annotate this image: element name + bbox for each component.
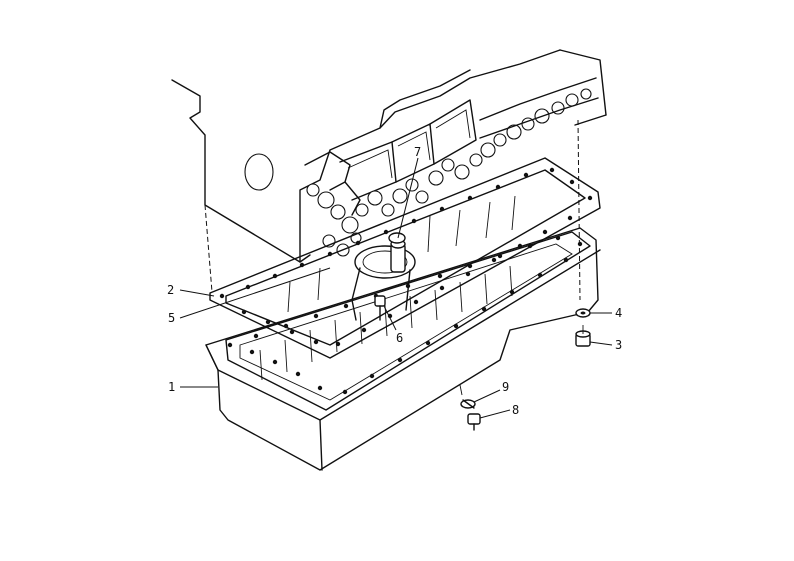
callout-label-9: 9: [502, 380, 509, 394]
callout-7: 7: [397, 145, 421, 239]
callout-label-2: 2: [167, 283, 174, 297]
callout-label-7: 7: [414, 145, 421, 159]
oil-strainer: [351, 232, 416, 321]
strainer-bolt: [374, 295, 386, 321]
callout-label-5: 5: [168, 311, 175, 325]
callout-1: 1: [168, 380, 218, 394]
callout-2: 2: [167, 283, 215, 297]
callout-label-4: 4: [615, 306, 622, 320]
gasket: [209, 157, 601, 359]
callout-label-3: 3: [615, 338, 622, 352]
callout-label-1: 1: [168, 380, 175, 394]
callout-5: 5: [168, 267, 331, 325]
callout-label-8: 8: [512, 403, 519, 417]
oil-pan: [205, 195, 601, 471]
alignment-line-left: [204, 204, 213, 293]
callout-3: 3: [589, 338, 622, 352]
callout-4: 4: [590, 306, 622, 320]
drain-plug-and-seal: [460, 399, 481, 431]
callout-label-6: 6: [396, 331, 403, 345]
engine-block: [171, 49, 607, 263]
callout-8: 8: [479, 403, 519, 419]
callout-6: 6: [383, 305, 403, 345]
pan-bolt-and-washer: [575, 308, 591, 347]
alignment-line-right: [577, 119, 581, 301]
callout-9: 9: [473, 380, 509, 403]
